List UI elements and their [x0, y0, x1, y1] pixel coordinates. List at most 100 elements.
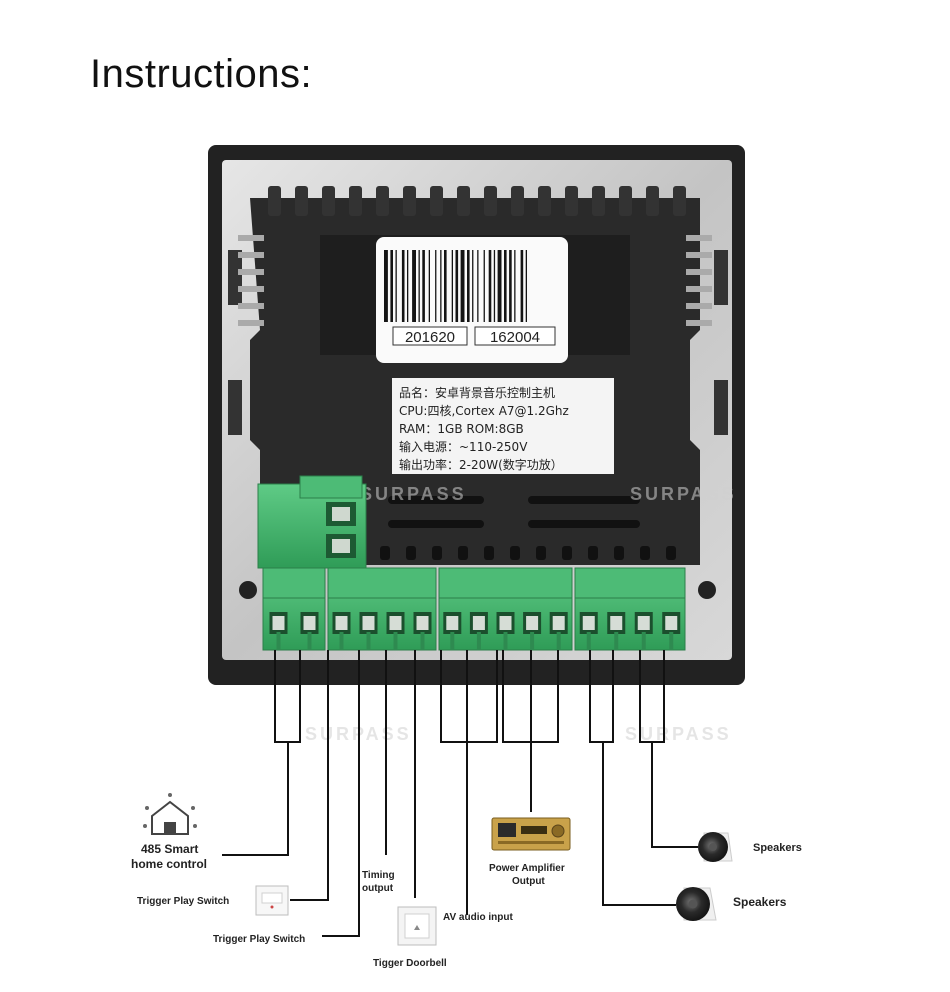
terminal-screw-head	[526, 616, 539, 630]
side-fin	[686, 286, 712, 292]
terminal-screw-head	[665, 616, 678, 630]
av-audio-input-label: AV audio input	[443, 912, 513, 923]
barcode-bar	[418, 250, 420, 322]
barcode-bars	[384, 250, 527, 322]
barcode-number-right: 162004	[490, 329, 540, 346]
barcode-bar	[488, 250, 492, 322]
lower-vent-slot	[614, 546, 624, 560]
lower-vent-slot	[388, 496, 484, 504]
side-fin	[238, 303, 264, 309]
terminal-screw-head	[472, 616, 485, 630]
barcode-bar	[467, 250, 470, 322]
side-fin	[686, 269, 712, 275]
top-vent-slot	[538, 186, 551, 216]
terminal-screw-head	[552, 616, 565, 630]
top-vent-slot	[268, 186, 281, 216]
barcode-bar	[422, 250, 425, 322]
top-vent-slot	[349, 186, 362, 216]
barcode-number-left: 201620	[405, 329, 455, 346]
smart-home-label: home control	[131, 857, 207, 871]
barcode-bar	[472, 250, 474, 322]
terminal-pin	[307, 632, 312, 650]
side-slot-right-2	[714, 380, 728, 435]
barcode-bar	[407, 250, 409, 322]
side-fin	[238, 252, 264, 258]
terminal-block-top	[262, 567, 326, 599]
watermark: SURPASS	[360, 484, 467, 504]
side-fin	[686, 303, 712, 309]
terminal-pin	[530, 632, 535, 650]
wire-485-lead	[222, 742, 289, 856]
terminal-pin	[556, 632, 561, 650]
doorbell-button-icon	[397, 906, 437, 946]
lower-vent-slot	[528, 496, 640, 504]
side-slot-left-2	[228, 380, 242, 435]
barcode-bar	[460, 250, 465, 322]
lower-vent-slot	[388, 520, 484, 528]
barcode-label: 201620 162004	[376, 237, 568, 363]
barcode-bar	[440, 250, 442, 322]
side-fin	[238, 269, 264, 275]
top-vent-slot	[646, 186, 659, 216]
lower-vent-slot	[640, 546, 650, 560]
barcode-bar	[455, 250, 459, 322]
side-slot-right	[714, 250, 728, 305]
side-fins	[238, 235, 712, 326]
watermark: SURPASS	[630, 484, 737, 504]
barcode-bar	[483, 250, 485, 322]
wire-speaker-a-lead	[651, 742, 698, 848]
top-vent-slot	[565, 186, 578, 216]
trigger-play-switch-label: Trigger Play Switch	[137, 896, 229, 907]
barcode-bar	[504, 250, 507, 322]
spec-line: 品名：安卓背景音乐控制主机	[399, 385, 555, 400]
barcode-number-box-right	[474, 326, 556, 346]
top-vent-slot	[673, 186, 686, 216]
spec-line: 输出功率：2-20W(数字功放）	[399, 457, 563, 472]
power-amplifier-label: Output	[512, 876, 545, 887]
barcode-bar	[514, 250, 516, 322]
terminal-screw-head	[272, 616, 285, 630]
wall-switch-icon	[255, 885, 289, 916]
side-slot-left	[228, 250, 242, 305]
terminal-pin	[450, 632, 455, 650]
terminal-screw-head	[303, 616, 316, 630]
wire-trigger-2	[322, 650, 360, 937]
speakers-label: Speakers	[753, 842, 802, 854]
terminal-screw-head	[582, 616, 595, 630]
terminal-pin	[393, 632, 398, 650]
speakers-label: Speakers	[733, 895, 787, 909]
terminal-pin	[339, 632, 344, 650]
top-vent-slot	[592, 186, 605, 216]
trigger-play-switch-label: Trigger Play Switch	[213, 934, 305, 945]
barcode-bar	[497, 250, 502, 322]
power-amplifier-label: Power Amplifier	[489, 863, 565, 874]
ceiling-speaker-icon	[698, 832, 733, 862]
spec-line: RAM：1GB ROM:8GB	[399, 422, 524, 436]
top-vent-slot	[511, 186, 524, 216]
terminal-screw-head	[416, 616, 429, 630]
watermark: SURPASS	[625, 724, 732, 744]
terminal-blocks	[262, 567, 686, 651]
top-vent-slot	[295, 186, 308, 216]
side-fin	[238, 286, 264, 292]
lower-vent-slot	[536, 546, 546, 560]
barcode-bar	[412, 250, 416, 322]
lower-vent-slot	[458, 546, 468, 560]
barcode-bar	[451, 250, 453, 322]
barcode-bar	[401, 250, 405, 322]
top-vent-slot	[376, 186, 389, 216]
terminal-screw-head	[446, 616, 459, 630]
barcode-bar	[493, 250, 496, 322]
spec-line: CPU:四核,Cortex A7@1.2Ghz	[399, 404, 569, 418]
spec-line: 输入电源：~110-250V	[399, 439, 528, 454]
barcode-bar	[395, 250, 397, 322]
top-vent-slot	[484, 186, 497, 216]
side-fin	[686, 320, 712, 326]
barcode-bar	[520, 250, 524, 322]
lower-vent-slot	[484, 546, 494, 560]
terminal-screw-head	[499, 616, 512, 630]
terminal-pin	[586, 632, 591, 650]
terminal-pin	[503, 632, 508, 650]
top-vent-slot	[619, 186, 632, 216]
